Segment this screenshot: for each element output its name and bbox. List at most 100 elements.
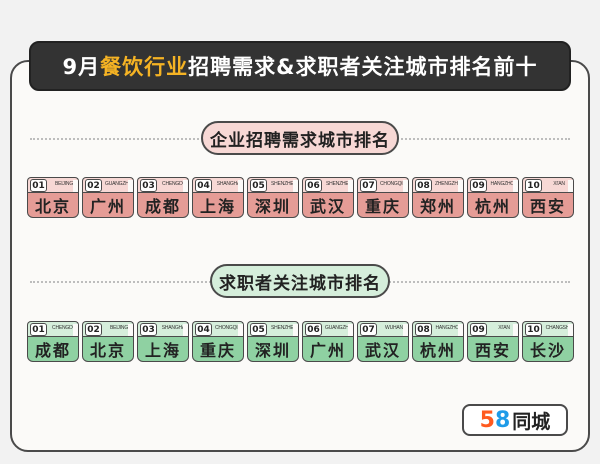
rank-number: 07	[360, 323, 377, 336]
city-name: 郑州	[412, 192, 464, 218]
ribbon-notch	[348, 180, 353, 192]
rank-number: 04	[195, 179, 212, 192]
rank-number: 09	[470, 179, 487, 192]
logo-eight: 8	[494, 407, 511, 433]
city-name: 深圳	[247, 336, 299, 362]
city-pinyin: CHANGSHA	[545, 325, 573, 331]
rank-number: 09	[470, 323, 487, 336]
city-pinyin: CHENGDU	[162, 181, 186, 187]
ribbon-notch	[513, 324, 518, 336]
ribbon-notch	[73, 180, 78, 192]
rank-number: 01	[30, 323, 47, 336]
ribbon-notch	[293, 180, 298, 192]
rank-number: 04	[195, 323, 212, 336]
title-suffix: 招聘需求&求职者关注城市排名前十	[188, 55, 538, 79]
ribbon-notch	[128, 324, 133, 336]
main-card	[10, 60, 590, 452]
section-title-jobseeker: 求职者关注城市排名	[210, 264, 390, 298]
rank-number: 07	[360, 179, 377, 192]
rank-ribbon: 07 WUHAN	[357, 321, 409, 337]
city-pinyin: SHANGHAI	[216, 181, 242, 187]
rank-number: 02	[85, 323, 102, 336]
city-name: 武汉	[357, 336, 409, 362]
rank-number: 01	[30, 179, 47, 192]
city-name: 广州	[82, 192, 134, 218]
rank-ribbon: 06 SHENZHEN	[302, 177, 354, 193]
rank-number: 06	[305, 179, 322, 192]
city-name: 西安	[522, 192, 574, 218]
ribbon-notch	[403, 324, 408, 336]
ranking-item: 03 CHENGDU 成都	[137, 177, 189, 221]
ranking-item: 07 WUHAN 武汉	[357, 321, 409, 365]
city-pinyin: SHENZHEN	[271, 325, 297, 331]
city-pinyin: XI'AN	[498, 325, 510, 331]
city-name: 杭州	[412, 336, 464, 362]
ribbon-notch	[348, 324, 353, 336]
city-pinyin: GUANGZHOU	[105, 181, 133, 187]
ribbon-notch	[458, 324, 463, 336]
city-pinyin: CHONGQING	[215, 325, 243, 331]
rank-number: 08	[415, 323, 432, 336]
city-pinyin: BEIJING	[109, 325, 129, 331]
ribbon-notch	[513, 180, 518, 192]
page-title: 9月餐饮行业招聘需求&求职者关注城市排名前十	[29, 41, 571, 91]
city-name: 广州	[302, 336, 354, 362]
city-name: 北京	[82, 336, 134, 362]
city-name: 上海	[192, 192, 244, 218]
rank-number: 05	[250, 179, 267, 192]
ranking-item: 04 SHANGHAI 上海	[192, 177, 244, 221]
logo-five: 5	[479, 407, 495, 433]
ribbon-notch	[458, 180, 463, 192]
city-name: 成都	[27, 336, 79, 362]
ribbon-notch	[568, 324, 573, 336]
ribbon-notch	[238, 180, 243, 192]
ribbon-notch	[238, 324, 243, 336]
city-name: 重庆	[357, 192, 409, 218]
city-name: 武汉	[302, 192, 354, 218]
rank-ribbon: 09 XI'AN	[467, 321, 519, 337]
title-prefix: 9月	[62, 55, 101, 79]
city-name: 北京	[27, 192, 79, 218]
city-name: 深圳	[247, 192, 299, 218]
rank-number: 03	[140, 179, 157, 192]
rank-number: 03	[140, 323, 157, 336]
city-pinyin: GUANGZHOU	[325, 325, 353, 331]
city-pinyin: WUHAN	[385, 325, 403, 331]
city-pinyin: SHENZHEN	[326, 181, 352, 187]
city-name: 杭州	[467, 192, 519, 218]
ribbon-notch	[73, 324, 78, 336]
rank-number: 02	[85, 179, 102, 192]
city-name: 上海	[137, 336, 189, 362]
city-pinyin: ZHENGZHOU	[435, 181, 463, 187]
rank-number: 10	[525, 179, 542, 192]
city-name: 成都	[137, 192, 189, 218]
rank-number: 06	[305, 323, 322, 336]
logo-text: 同城	[512, 410, 551, 433]
rank-number: 08	[415, 179, 432, 192]
ribbon-notch	[183, 180, 188, 192]
ribbon-notch	[128, 180, 133, 192]
